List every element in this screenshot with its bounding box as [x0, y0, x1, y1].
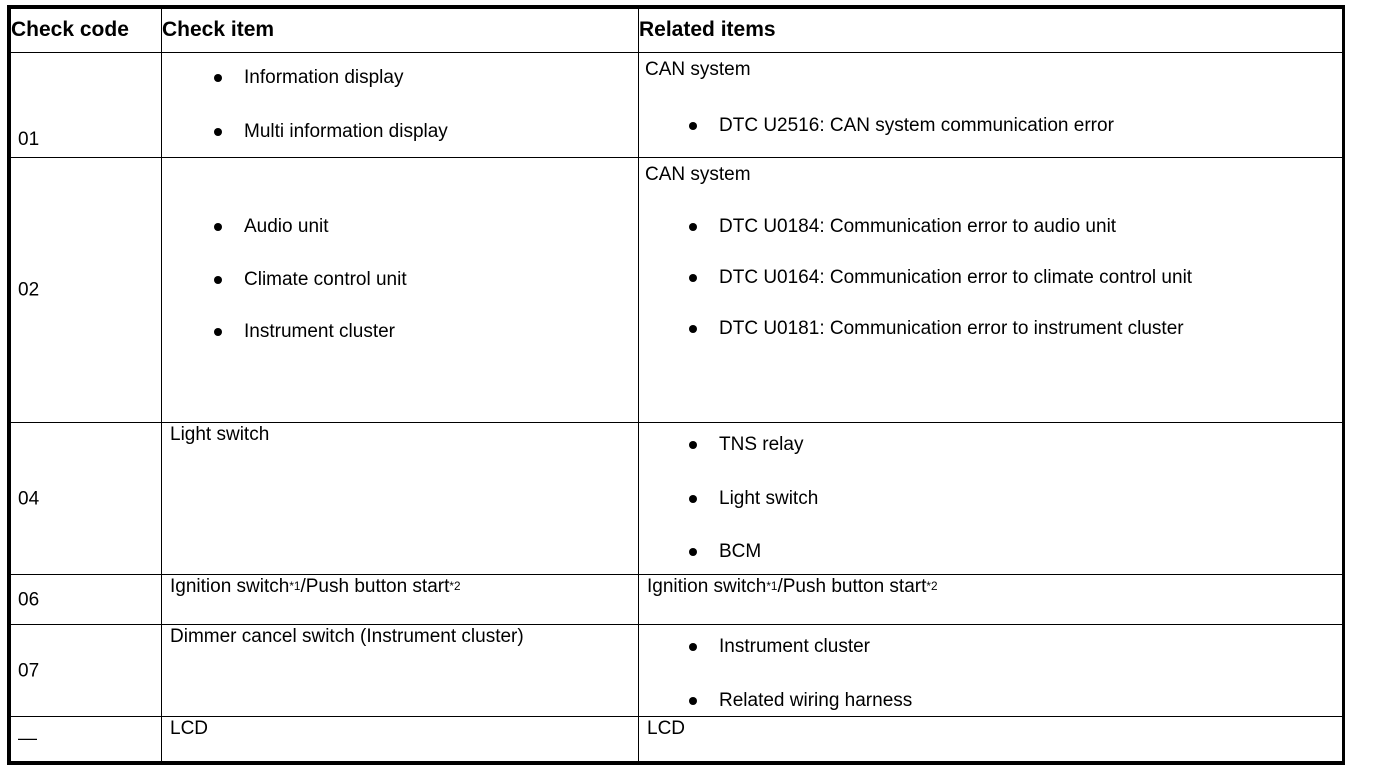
list-item-label: Multi information display: [244, 121, 448, 143]
list-item: Climate control unit: [162, 268, 638, 291]
related-items-bullet-list: DTC U0184: Communication error to audio …: [639, 215, 1342, 341]
list-item: DTC U0181: Communication error to instru…: [639, 317, 1342, 340]
bullet-dot-icon: [689, 274, 697, 283]
list-item: Related wiring harness: [639, 689, 1342, 712]
cell-related-items: LCD: [638, 716, 1343, 763]
column-header-check-item: Check item: [161, 8, 639, 53]
bullet-dot-icon: [689, 223, 697, 232]
bullet-dot-icon: [689, 494, 697, 503]
cell-check-item: Information display Multi information di…: [161, 51, 639, 159]
cell-check-item: Light switch: [161, 422, 639, 576]
list-item: BCM: [639, 540, 1342, 563]
table-row: 06 Ignition switch*1/Push button start*2…: [10, 574, 1343, 626]
list-item: DTC U0184: Communication error to audio …: [639, 215, 1342, 238]
related-items-text: LCD: [647, 718, 686, 740]
list-item: Instrument cluster: [639, 635, 1342, 658]
cell-check-item: Audio unit Climate control unit Instrume…: [161, 157, 639, 424]
list-item-label: DTC U2516: CAN system communication erro…: [719, 114, 1114, 136]
list-item: Audio unit: [162, 215, 638, 238]
table-body: 01 Information display Multi information…: [10, 51, 1343, 763]
related-items-lead: CAN system: [645, 164, 751, 186]
check-code-value: 06: [18, 589, 40, 611]
cell-related-items: CAN system DTC U2516: CAN system communi…: [638, 51, 1343, 159]
table-header: Check code Check item Related items: [10, 8, 1343, 53]
push-button-start-label: /Push button start: [777, 576, 927, 598]
cell-check-code: —: [10, 716, 162, 763]
check-item-text: Ignition switch*1/Push button start*2: [170, 576, 461, 598]
cell-check-item: Ignition switch*1/Push button start*2: [161, 574, 639, 626]
list-item: Information display: [162, 66, 638, 89]
bullet-dot-icon: [214, 275, 222, 284]
check-code-table-container: Check code Check item Related items 01 I…: [7, 5, 1345, 765]
ignition-switch-label: Ignition switch: [170, 576, 290, 598]
check-item-text: LCD: [170, 718, 209, 740]
cell-related-items: Ignition switch*1/Push button start*2: [638, 574, 1343, 626]
column-header-related-items: Related items: [638, 8, 1343, 53]
list-item: DTC U2516: CAN system communication erro…: [639, 114, 1342, 137]
list-item-label: DTC U0181: Communication error to instru…: [719, 318, 1184, 340]
related-items-lead: CAN system: [645, 59, 751, 80]
related-items-bullet-list: TNS relay Light switch BCM: [639, 423, 1342, 563]
list-item: Light switch: [639, 487, 1342, 510]
bullet-dot-icon: [214, 128, 222, 137]
check-code-value: 07: [18, 660, 40, 682]
list-item: Multi information display: [162, 120, 638, 143]
check-code-value: —: [18, 728, 37, 750]
list-item-label: Information display: [244, 67, 404, 88]
cell-check-code: 06: [10, 574, 162, 626]
column-header-check-code: Check code: [10, 8, 162, 53]
cell-related-items: Instrument cluster Related wiring harnes…: [638, 624, 1343, 718]
push-button-start-label: /Push button start: [300, 576, 450, 598]
check-code-value: 02: [18, 279, 40, 301]
list-item-label: Instrument cluster: [719, 636, 870, 658]
list-item-label: Instrument cluster: [244, 320, 395, 342]
list-item-label: DTC U0164: Communication error to climat…: [719, 267, 1193, 289]
related-items-text: Ignition switch*1/Push button start*2: [647, 576, 938, 598]
bullet-dot-icon: [689, 441, 697, 450]
bullet-dot-icon: [689, 325, 697, 334]
list-item-label: BCM: [719, 540, 762, 562]
table-header-row: Check code Check item Related items: [10, 8, 1343, 53]
cell-check-code: 01: [10, 51, 162, 159]
cell-check-code: 07: [10, 624, 162, 718]
check-item-bullet-list: Audio unit Climate control unit Instrume…: [162, 158, 638, 343]
cell-check-item: LCD: [161, 716, 639, 763]
list-item-label: TNS relay: [719, 434, 804, 456]
list-item: Instrument cluster: [162, 320, 638, 343]
bullet-dot-icon: [214, 223, 222, 232]
related-items-bullet-list: Instrument cluster Related wiring harnes…: [639, 625, 1342, 711]
table-row: 04 Light switch TNS relay Light switch: [10, 422, 1343, 576]
bullet-dot-icon: [689, 547, 697, 556]
cell-check-code: 04: [10, 422, 162, 576]
bullet-dot-icon: [689, 643, 697, 652]
check-item-text: Dimmer cancel switch (Instrument cluster…: [170, 626, 524, 648]
list-item-label: Climate control unit: [244, 268, 407, 290]
table-row: — LCD LCD: [10, 716, 1343, 763]
table-row: 01 Information display Multi information…: [10, 51, 1343, 159]
table-row: 02 Audio unit Climate control unit: [10, 157, 1343, 424]
cell-check-code: 02: [10, 157, 162, 424]
cell-check-item: Dimmer cancel switch (Instrument cluster…: [161, 624, 639, 718]
related-items-bullet-list: DTC U2516: CAN system communication erro…: [639, 114, 1342, 149]
ignition-switch-label: Ignition switch: [647, 576, 767, 598]
check-code-value: 04: [18, 488, 40, 510]
bullet-dot-icon: [214, 74, 222, 82]
list-item-label: DTC U0184: Communication error to audio …: [719, 216, 1117, 238]
check-code-value: 01: [18, 129, 40, 151]
check-code-table: Check code Check item Related items 01 I…: [10, 8, 1343, 763]
check-item-bullet-list: Information display Multi information di…: [162, 53, 638, 157]
bullet-dot-icon: [689, 121, 697, 130]
check-item-text: Light switch: [170, 424, 270, 446]
list-item-label: Light switch: [719, 487, 819, 509]
list-item: DTC U0164: Communication error to climat…: [639, 266, 1342, 289]
bullet-dot-icon: [214, 327, 222, 336]
table-row: 07 Dimmer cancel switch (Instrument clus…: [10, 624, 1343, 718]
bullet-dot-icon: [689, 696, 697, 705]
list-item: TNS relay: [639, 433, 1342, 456]
cell-related-items: TNS relay Light switch BCM: [638, 422, 1343, 576]
cell-related-items: CAN system DTC U0184: Communication erro…: [638, 157, 1343, 424]
list-item-label: Related wiring harness: [719, 689, 913, 711]
list-item-label: Audio unit: [244, 216, 329, 238]
